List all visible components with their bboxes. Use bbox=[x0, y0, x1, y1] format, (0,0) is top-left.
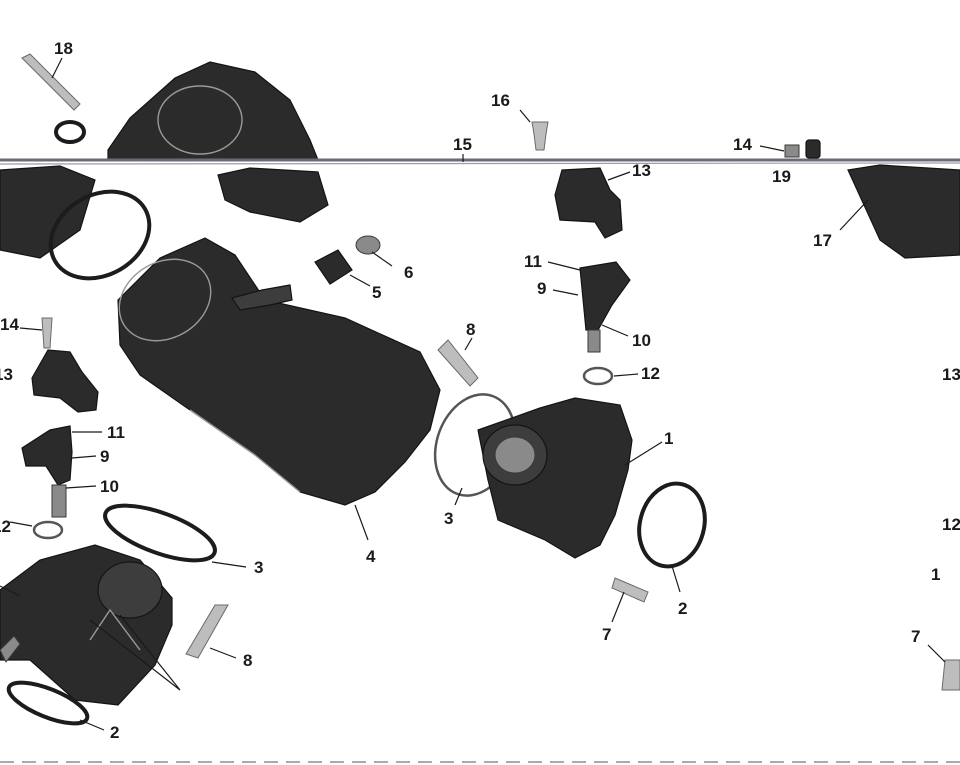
oring-12-left bbox=[32, 520, 64, 540]
upper-bracket-left bbox=[0, 165, 96, 259]
upper-sensor bbox=[217, 167, 329, 223]
throttle-body-1-center bbox=[477, 397, 633, 559]
callout-11-center: 11 bbox=[524, 252, 542, 271]
leader-lines bbox=[0, 57, 946, 731]
upper-gasket-ring bbox=[48, 189, 152, 281]
callout-12-right: 12 bbox=[942, 515, 960, 534]
gasket-2-center bbox=[637, 481, 707, 569]
clamp-6 bbox=[355, 235, 381, 255]
callout-7-right: 7 bbox=[911, 627, 920, 646]
callout-13-top: 13 bbox=[632, 161, 651, 180]
gasket-2-left bbox=[6, 680, 90, 726]
callout-1-right: 1 bbox=[931, 565, 940, 584]
callout-5: 5 bbox=[372, 283, 381, 302]
upper-diagram-fragment bbox=[0, 53, 960, 281]
callout-2-left: 2 bbox=[110, 723, 119, 742]
bolt-14-left bbox=[41, 317, 53, 349]
callout-2-center: 2 bbox=[678, 599, 687, 618]
callout-9-left: 9 bbox=[100, 447, 109, 466]
callout-17: 17 bbox=[813, 231, 832, 250]
callout-3-center: 3 bbox=[444, 509, 453, 528]
callout-3-left: 3 bbox=[254, 558, 263, 577]
upper-housing-flange bbox=[157, 85, 243, 155]
callout-labels: 18 16 15 14 19 17 13 6 5 11 9 10 12 8 1 … bbox=[0, 39, 960, 742]
throttle-body-1-left bbox=[0, 544, 173, 706]
gasket-3-left bbox=[103, 503, 217, 563]
callout-13-right: 13 bbox=[942, 365, 960, 384]
upper-housing bbox=[107, 61, 319, 161]
spring-left bbox=[0, 635, 21, 663]
callout-18: 18 bbox=[54, 39, 73, 58]
callout-10-left: 10 bbox=[100, 477, 119, 496]
injector-9-center bbox=[579, 261, 631, 353]
callout-8-left: 8 bbox=[243, 651, 252, 670]
callout-4: 4 bbox=[366, 547, 376, 566]
callout-14-top: 14 bbox=[733, 135, 752, 154]
callout-11-left: 11 bbox=[107, 423, 125, 442]
sensor-13-top bbox=[554, 167, 623, 239]
callout-12-left: 12 bbox=[0, 517, 11, 536]
bolt-8-center bbox=[437, 339, 479, 387]
sensor-13-left bbox=[31, 349, 99, 413]
bolt-16 bbox=[531, 121, 549, 151]
callout-15: 15 bbox=[453, 135, 472, 154]
callout-16: 16 bbox=[491, 91, 510, 110]
callout-8-center: 8 bbox=[466, 320, 475, 339]
hose-5 bbox=[314, 249, 353, 285]
manifold-4 bbox=[117, 237, 441, 506]
bolt-7-right bbox=[941, 659, 960, 691]
oring-12-center bbox=[582, 366, 614, 386]
clamp-18 bbox=[54, 120, 86, 144]
bolt-18 bbox=[21, 53, 81, 111]
bolt-8-left bbox=[185, 604, 229, 659]
right-housing-17 bbox=[847, 164, 960, 259]
callout-10-center: 10 bbox=[632, 331, 651, 350]
cut-line-15-shadow bbox=[0, 162, 960, 165]
callout-1-center: 1 bbox=[664, 429, 673, 448]
cap-19 bbox=[805, 139, 821, 159]
callout-19: 19 bbox=[772, 167, 791, 186]
bolt-7-center bbox=[611, 577, 649, 603]
nut-14-top bbox=[784, 144, 800, 158]
callout-14-left: 14 bbox=[0, 315, 19, 334]
callout-7-center: 7 bbox=[602, 625, 611, 644]
callout-12-center: 12 bbox=[641, 364, 660, 383]
callout-13-left: 13 bbox=[0, 365, 13, 384]
callout-6: 6 bbox=[404, 263, 413, 282]
callout-9-center: 9 bbox=[537, 279, 546, 298]
injector-9-left bbox=[21, 425, 73, 518]
